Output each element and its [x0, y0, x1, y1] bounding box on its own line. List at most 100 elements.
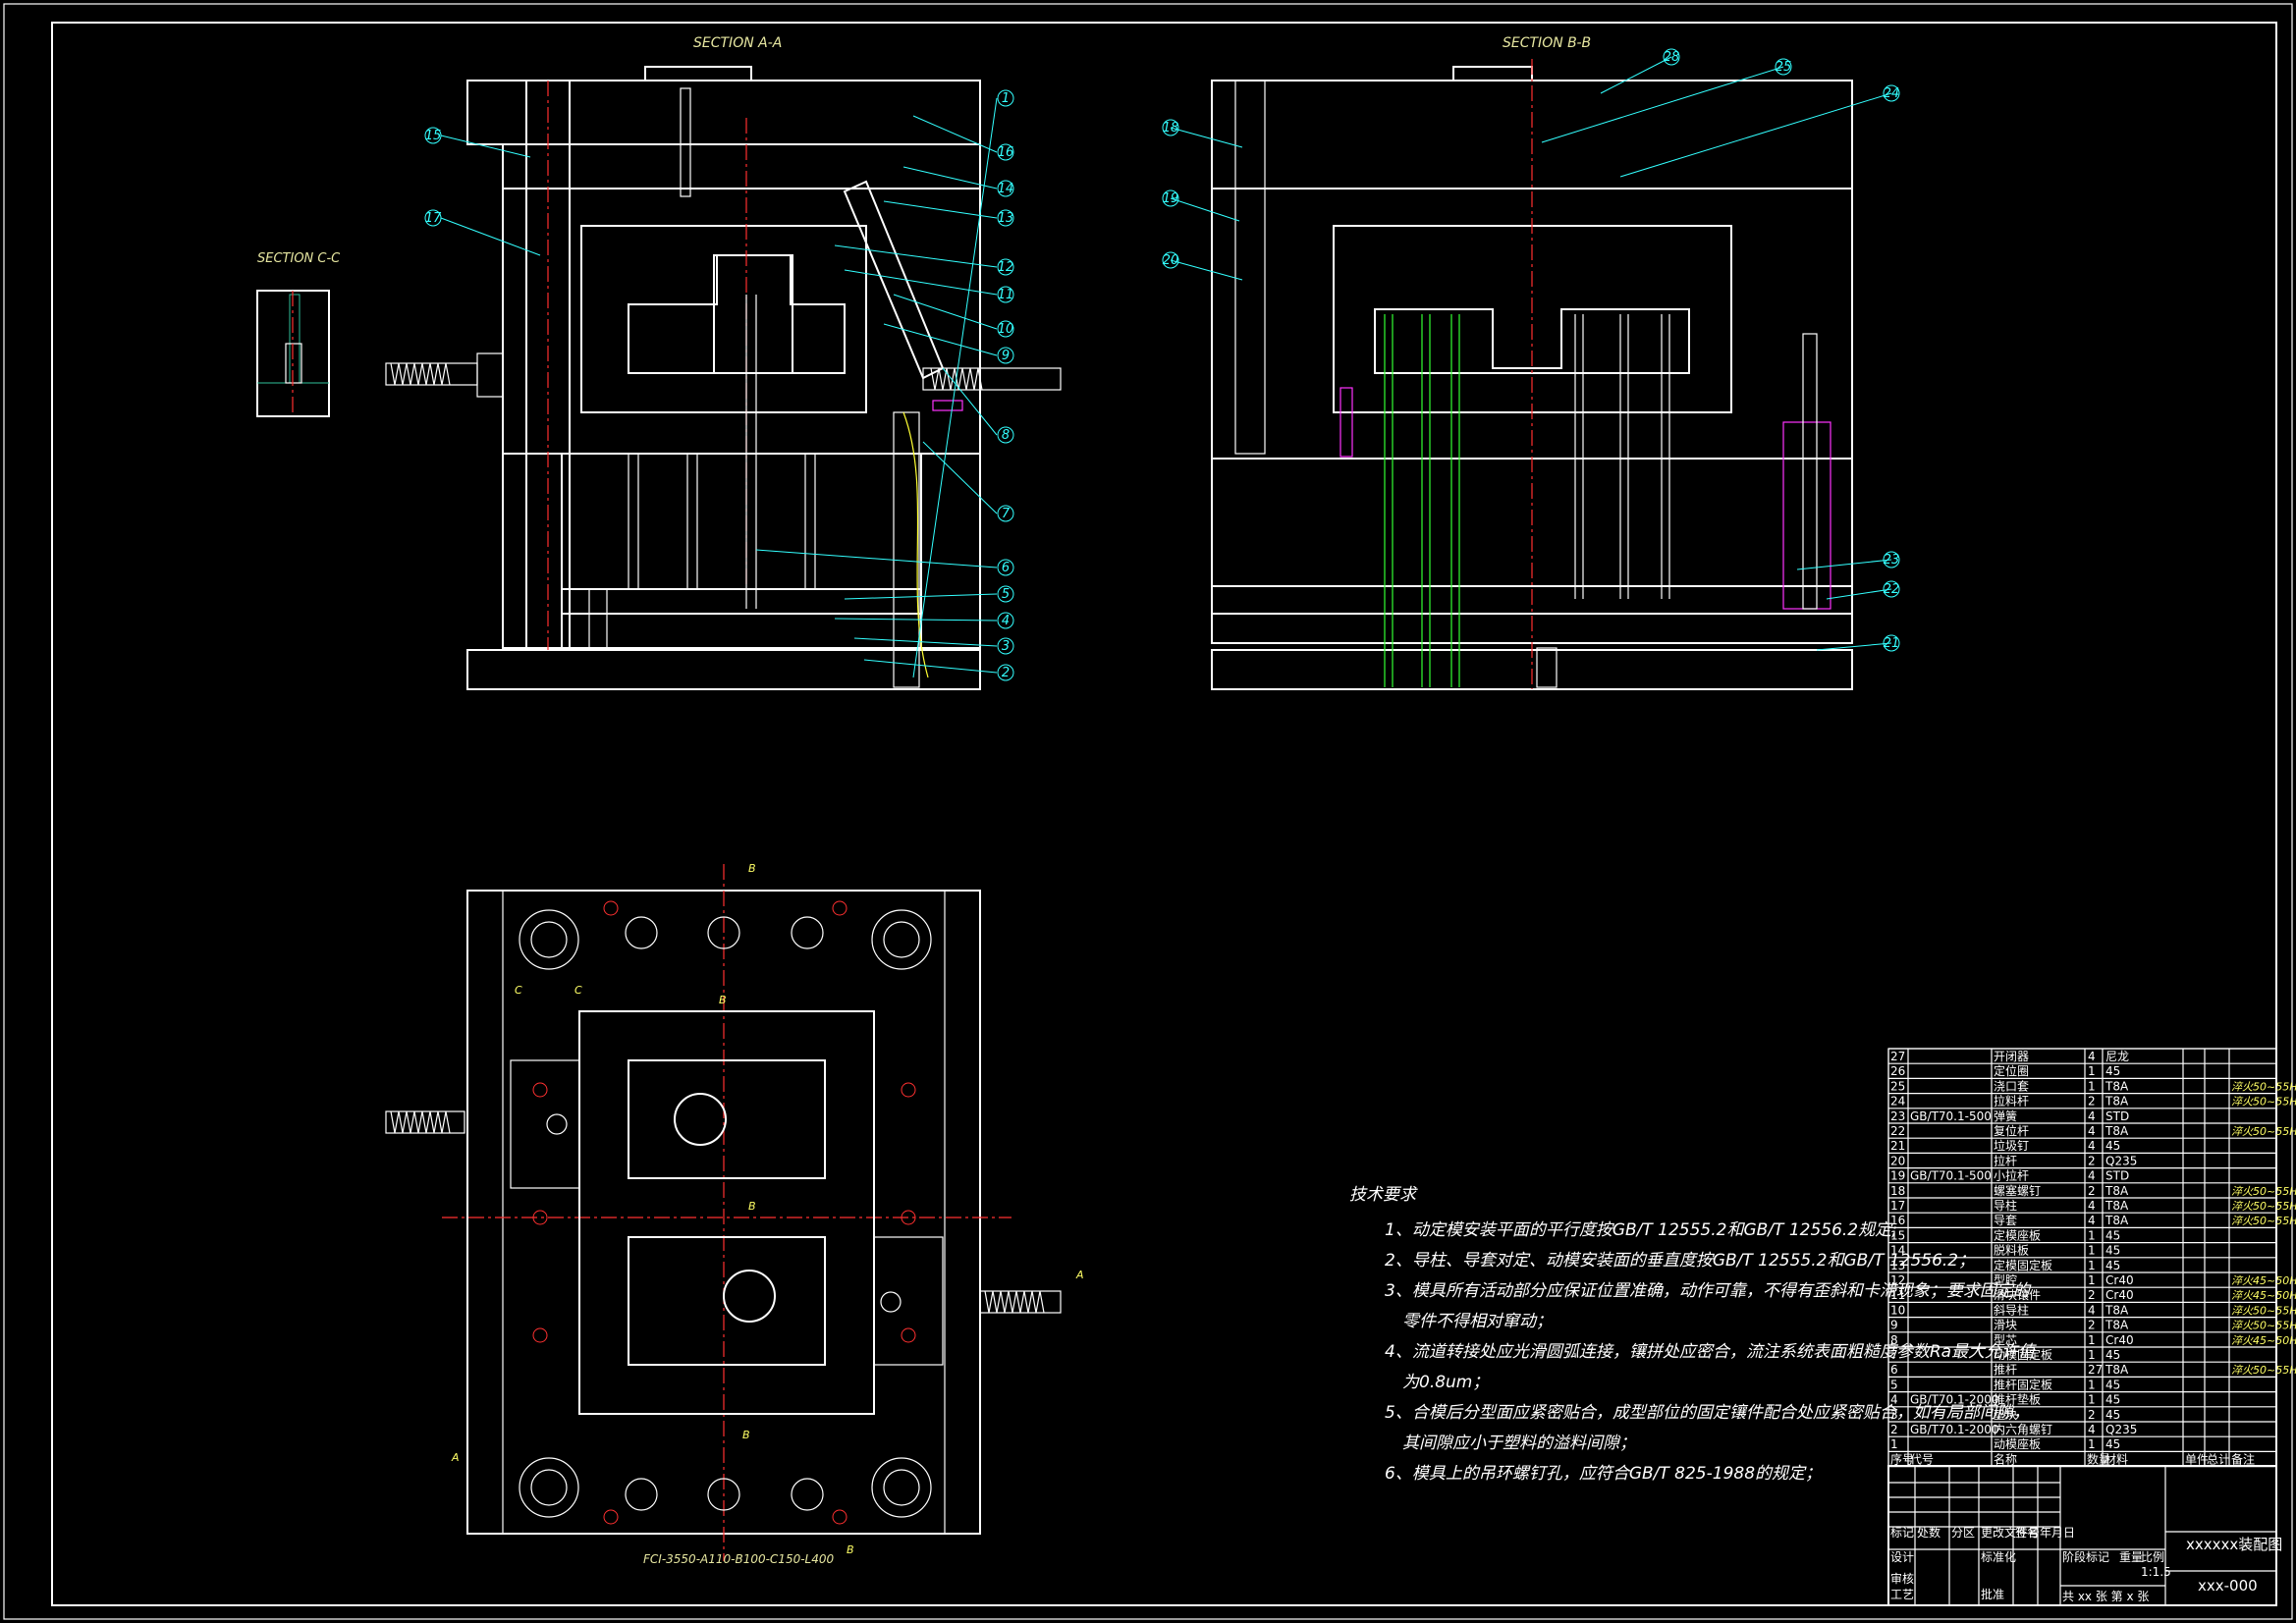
bom-cell: T8A — [2105, 1184, 2129, 1198]
bom-cell: 2 — [1890, 1423, 1898, 1436]
bom-cell: 4 — [2088, 1199, 2096, 1213]
tech-note-line: 3、模具所有活动部分应保证位置准确，动作可靠，不得有歪斜和卡滞现象；要求固定的 — [1385, 1281, 2032, 1301]
bom-cell: 动模座板 — [1994, 1436, 2041, 1451]
bom-cell: T8A — [2105, 1095, 2129, 1109]
bom-cell: 复位杆 — [1994, 1123, 2029, 1138]
bom-cell: 45 — [2105, 1437, 2120, 1451]
bom-cell: 45 — [2105, 1244, 2120, 1258]
bom-cell: 45 — [2105, 1064, 2120, 1078]
bom-cell: GB/T70.1-2000 — [1910, 1393, 1999, 1407]
bom-cell: 1 — [2088, 1079, 2096, 1093]
title-label: 年月日 — [2040, 1526, 2075, 1540]
bom-header-cell: 备注 — [2231, 1451, 2255, 1466]
bom-cell: 3 — [1890, 1408, 1898, 1422]
bom-cell: 导柱 — [1994, 1198, 2017, 1213]
bom-cell: 27 — [1890, 1050, 1905, 1063]
section-aa-view: SECTION A-A — [385, 35, 1062, 690]
bom-cell: 2 — [2088, 1095, 2096, 1109]
bom-cell: 1 — [2088, 1393, 2096, 1407]
bom-cell: T8A — [2105, 1199, 2129, 1213]
section-cc-title: SECTION C-C — [257, 251, 341, 266]
title-label: 审核 — [1890, 1571, 1914, 1586]
title-label: 工艺 — [1890, 1588, 1914, 1601]
callout-bb-23: 23 — [1884, 553, 1900, 568]
bom-cell: Cr40 — [2105, 1273, 2134, 1287]
section-cc-view: SECTION C-C — [256, 251, 341, 417]
bom-cell: 16 — [1890, 1214, 1905, 1227]
callout-bb-22: 22 — [1884, 582, 1900, 597]
drawing-scale: 1:1.5 — [2141, 1565, 2171, 1579]
title-label: 更改文件号 — [1981, 1525, 2040, 1540]
callout-aa-17: 17 — [425, 211, 442, 226]
bom-cell: 9 — [1890, 1319, 1898, 1332]
bom-header-cell: 代号 — [1910, 1452, 1934, 1466]
bom-cell: 推杆垫板 — [1994, 1392, 2041, 1407]
section-bb-title: SECTION B-B — [1503, 35, 1591, 51]
bom-cell: STD — [2105, 1109, 2129, 1123]
bom-cell: 1 — [2088, 1244, 2096, 1258]
bom-cell: 45 — [2105, 1393, 2120, 1407]
bom-cell: 45 — [2105, 1408, 2120, 1422]
section-mark-1: A — [451, 1451, 460, 1464]
title-label: 处数 — [1917, 1525, 1941, 1540]
drawing-no: xxx-000 — [2198, 1577, 2258, 1595]
callout-bb-25: 25 — [1776, 60, 1792, 75]
tech-note-line: 2、导柱、导套对定、动模安装面的垂直度按GB/T 12555.2和GB/T 12… — [1385, 1251, 1975, 1271]
bom-cell: 型腔 — [1994, 1272, 2017, 1287]
bom-table: 27开闭器4尼龙26定位圈14525浇口套1T8A淬火50~55HRC24拉料杆… — [1887, 1048, 2296, 1468]
bom-cell: 拉料杆 — [1994, 1094, 2029, 1109]
bom-cell: 垃圾钉 — [1994, 1138, 2029, 1153]
bom-cell: 1 — [2088, 1273, 2096, 1287]
bom-cell: 小拉杆 — [1994, 1168, 2029, 1183]
bom-cell: 淬火50~55HRC — [2231, 1185, 2296, 1198]
inner-border — [51, 22, 2277, 1606]
bom-cell: 定模座板 — [1994, 1227, 2041, 1242]
section-aa-title: SECTION A-A — [693, 35, 782, 51]
tech-note-line: 6、模具上的吊环螺钉孔，应符合GB/T 825-1988的规定； — [1385, 1464, 1822, 1484]
bom-cell: 6 — [1890, 1363, 1898, 1377]
bom-cell: 定模固定板 — [1994, 1258, 2052, 1272]
bom-header-cell: 材料 — [2105, 1452, 2128, 1466]
callout-aa-3: 3 — [1002, 639, 1010, 654]
bom-cell: 垫块 — [1994, 1407, 2017, 1422]
bom-cell: 4 — [2088, 1050, 2096, 1063]
callout-aa-16: 16 — [998, 145, 1014, 160]
bom-cell: 淬火50~55HRC — [2231, 1320, 2296, 1332]
bom-cell: 20 — [1890, 1154, 1905, 1167]
bom-cell: 13 — [1890, 1259, 1905, 1272]
callout-aa-7: 7 — [1002, 507, 1011, 521]
bom-cell: 1 — [2088, 1333, 2096, 1347]
callout-bb-21: 21 — [1884, 636, 1900, 651]
section-mark-7: C — [515, 984, 522, 997]
bom-cell: 滑块 — [1994, 1319, 2017, 1332]
bom-cell: Q235 — [2105, 1423, 2137, 1436]
bom-cell: 4 — [2088, 1139, 2096, 1153]
plan-code: FCI-3550-A110-B100-C150-L400 — [643, 1552, 834, 1566]
section-mark-4: B — [719, 994, 727, 1006]
bom-cell: 4 — [2088, 1109, 2096, 1123]
bom-cell: 27 — [2088, 1363, 2103, 1377]
callout-bb-24: 24 — [1884, 86, 1900, 101]
tech-note-line: 零件不得相对窜动； — [1402, 1312, 1553, 1331]
bom-cell: 17 — [1890, 1199, 1905, 1213]
callout-aa-5: 5 — [1002, 587, 1010, 602]
callout-bb-28: 28 — [1664, 50, 1680, 65]
bom-cell: 推杆固定板 — [1994, 1377, 2052, 1391]
callout-aa-14: 14 — [998, 182, 1014, 196]
drawing-sheets: 共 xx 张 第 x 张 — [2062, 1590, 2149, 1603]
callout-aa-6: 6 — [1002, 561, 1010, 575]
bom-cell: T8A — [2105, 1214, 2129, 1227]
bom-cell: 导套 — [1994, 1214, 2017, 1227]
title-label: 分区 — [1951, 1526, 1975, 1540]
bom-cell: 15 — [1890, 1228, 1905, 1242]
bom-cell: 45 — [2105, 1228, 2120, 1242]
bom-cell: Cr40 — [2105, 1333, 2134, 1347]
bom-cell: 1 — [2088, 1259, 2096, 1272]
bom-cell: 1 — [1890, 1437, 1898, 1451]
bom-cell: 淬火50~55HRC — [2231, 1215, 2296, 1227]
bom-cell: 45 — [2105, 1259, 2120, 1272]
bom-cell: 淬火45~50HRC — [2231, 1289, 2296, 1302]
bom-cell: 26 — [1890, 1064, 1905, 1078]
